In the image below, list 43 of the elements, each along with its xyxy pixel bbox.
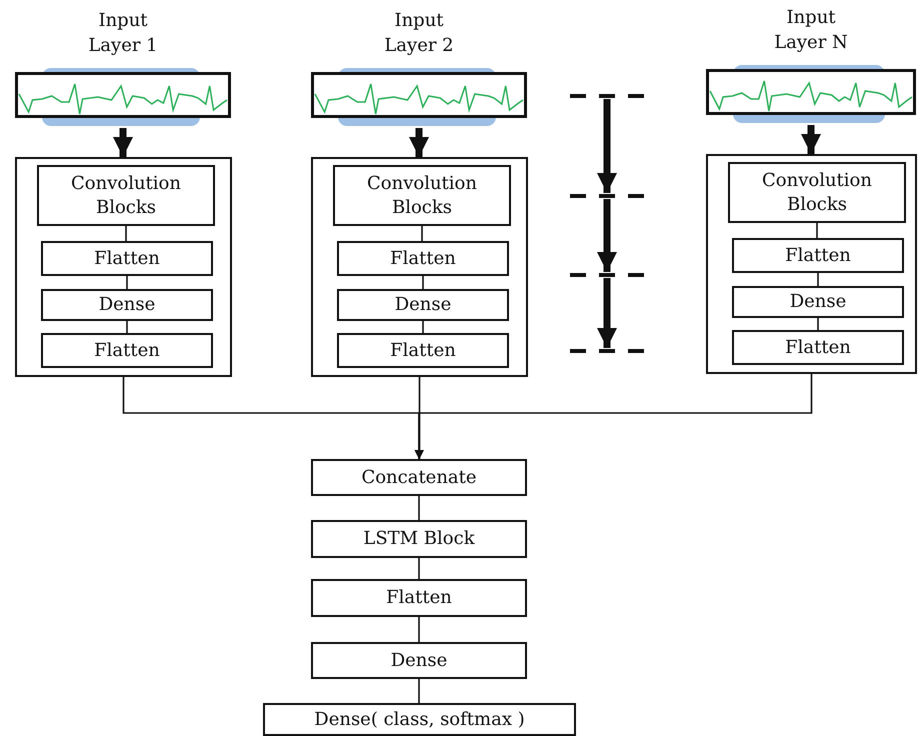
layer-box: Flatten [732,238,904,273]
branch-container [706,154,917,374]
input-layer-title: Input Layer 1 [87,9,159,58]
connector-line [421,226,423,241]
layer-box: Dense [732,286,904,318]
layer-box: Convolution Blocks [37,165,215,226]
connector-line [816,223,818,238]
arrow [597,278,617,348]
layer-box: Dense [337,289,509,321]
branch-container [311,157,528,377]
arrow [409,128,429,157]
connector-line [422,321,424,333]
input-layer-title: Input Layer N [773,6,849,56]
layer-box: LSTM Block [311,520,527,558]
layer-box: Convolution Blocks [333,165,511,226]
layer-box: Convolution Blocks [728,162,906,223]
branch-container [15,157,232,377]
arrow [113,128,133,157]
layer-box: Flatten [311,579,527,617]
arrow [414,374,812,459]
layer-box: Concatenate [311,459,527,496]
layer-box: Flatten [41,241,213,276]
layer-box: Flatten [337,333,509,368]
connector-line [418,617,420,642]
connector-line [817,273,819,286]
layer-box: Dense [311,642,527,679]
connector-line [817,318,819,330]
connector-line [418,558,420,579]
connector-line [126,321,128,333]
connector-line [125,226,127,241]
layer-box: Flatten [732,330,904,365]
layer-box: Dense( class, softmax ) [263,703,576,736]
input-layer-title: Input Layer 2 [383,9,455,58]
connector-line [418,679,420,703]
layer-box: Dense [41,289,213,321]
layer-box: Flatten [337,241,509,276]
arrow [801,125,821,154]
layer-box: Flatten [41,333,213,368]
arrow [597,199,617,272]
connector-line [418,496,420,520]
connector-line [126,276,128,289]
arrow [597,99,617,193]
connector-line [422,276,424,289]
